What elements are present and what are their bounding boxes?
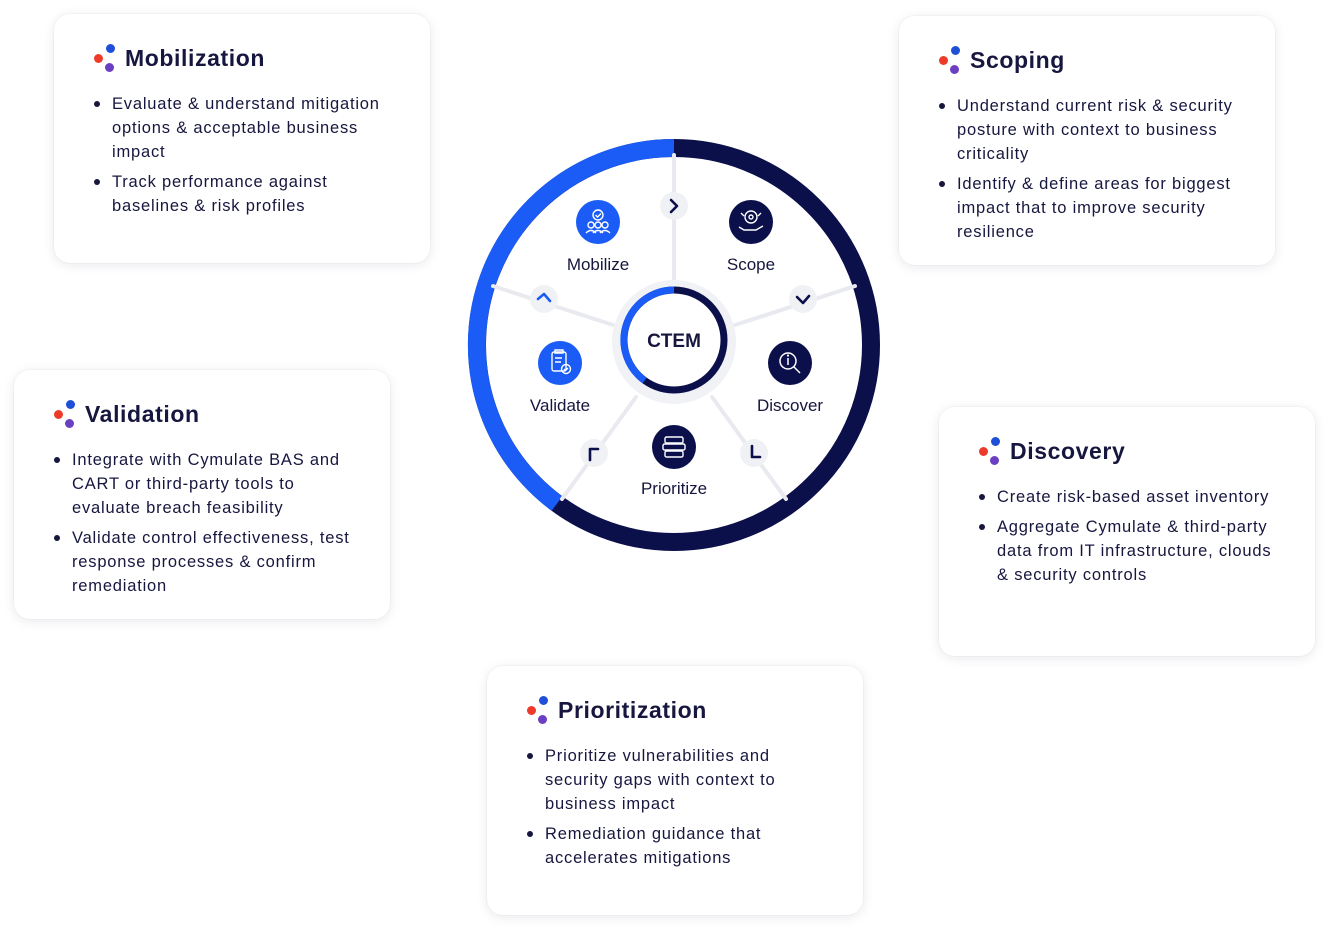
card-header: Validation [54,400,362,428]
chevron-down-icon [789,285,817,313]
bullet-list: Understand current risk & security postu… [939,94,1247,244]
stage-label: Validate [530,396,590,415]
stage-label: Scope [727,255,775,274]
card-header: Mobilization [94,44,402,72]
bullet-item: Validate control effectiveness, test res… [54,526,362,598]
card-title: Mobilization [125,44,266,71]
server-stack-icon [652,425,696,469]
hand-target-icon [729,200,773,244]
stage-prioritize: Prioritize [641,425,707,498]
bullet-list: Integrate with Cymulate BAS and CART or … [54,448,362,598]
clipboard-check-icon [538,341,582,385]
card-header: Scoping [939,46,1247,74]
brand-dots-icon [979,437,1001,465]
bullet-list: Create risk-based asset inventory Aggreg… [979,485,1287,587]
bullet-item: Remediation guidance that accelerates mi… [527,822,835,870]
stage-validate: Validate [530,341,590,415]
brand-dots-icon [94,44,116,72]
discovery-card: Discovery Create risk-based asset invent… [939,407,1315,656]
bullet-item: Evaluate & understand mitigation options… [94,92,402,164]
brand-dots-icon [54,400,76,428]
card-title: Scoping [970,46,1065,73]
bullet-list: Evaluate & understand mitigation options… [94,92,402,218]
search-info-icon [768,341,812,385]
prioritization-card: Prioritization Prioritize vulnerabilitie… [487,666,863,915]
brand-dots-icon [939,46,961,74]
center-label: CTEM [647,331,701,352]
card-title: Prioritization [558,696,707,723]
hub-ring-accent [620,286,675,384]
bullet-item: Prioritize vulnerabilities and security … [527,744,835,816]
flow-chevrons [530,192,817,467]
mobilization-card: Mobilization Evaluate & understand mitig… [54,14,430,263]
chevron-corner-icon [580,439,608,467]
stage-scope: Scope [727,200,775,274]
outer-ring-action [467,139,675,511]
chevron-corner-icon [740,439,768,467]
bullet-item: Understand current risk & security postu… [939,94,1247,166]
card-header: Discovery [979,437,1287,465]
stage-mobilize: Mobilize [567,200,629,274]
stage-discover: Discover [757,341,823,415]
scoping-card: Scoping Understand current risk & securi… [899,16,1275,265]
stage-label: Mobilize [567,255,629,274]
card-header: Prioritization [527,696,835,724]
stage-label: Discover [757,396,823,415]
bullet-item: Track performance against baselines & ri… [94,170,402,218]
stage-label: Prioritize [641,479,707,498]
chevron-up-icon [530,285,558,313]
bullet-item: Aggregate Cymulate & third-party data fr… [979,515,1287,587]
ctem-cycle-diagram: ACTION DIAGNOSE [467,139,880,551]
chevron-right-icon [660,192,688,220]
bullet-item: Identify & define areas for biggest impa… [939,172,1247,244]
card-title: Validation [85,400,200,427]
brand-dots-icon [527,696,549,724]
bullet-list: Prioritize vulnerabilities and security … [527,744,835,870]
card-title: Discovery [1010,437,1126,464]
validation-card: Validation Integrate with Cymulate BAS a… [14,370,390,619]
bullet-item: Create risk-based asset inventory [979,485,1287,509]
bullet-item: Integrate with Cymulate BAS and CART or … [54,448,362,520]
